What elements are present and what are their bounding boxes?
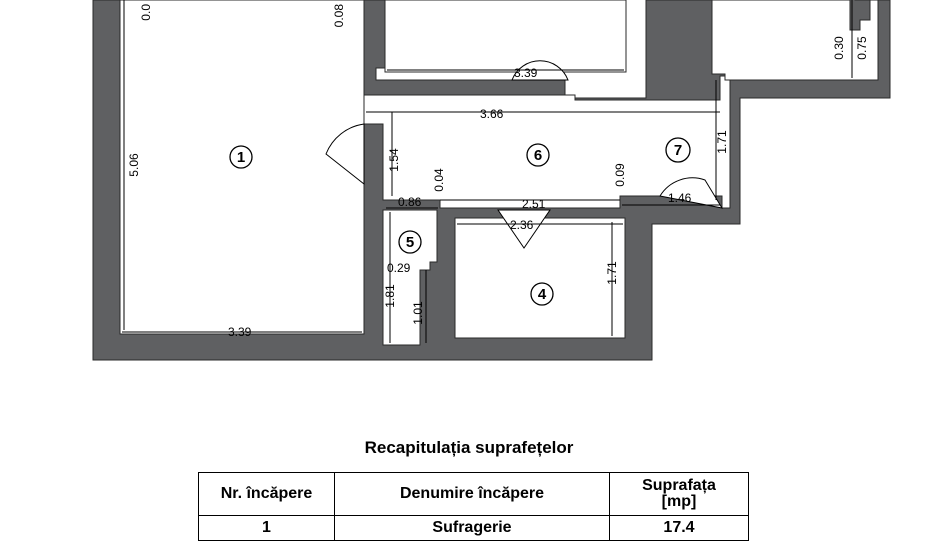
room-4-number: 4 <box>538 286 547 303</box>
dim-hall-bottom: 2.51 <box>522 197 546 211</box>
door-room-7 <box>659 177 724 209</box>
room-1-number: 1 <box>237 149 245 166</box>
room-5-number: 5 <box>406 234 414 251</box>
dim-room5-niche: 1.01 <box>411 301 425 325</box>
hall-interior <box>363 75 731 209</box>
dim-room7-width: 1.46 <box>668 191 692 205</box>
room-7-number: 7 <box>674 142 682 159</box>
summary-title: Recapitulația suprafețelor <box>364 438 574 457</box>
header-room-name: Denumire încăpere <box>334 472 610 516</box>
header-area-line2: [mp] <box>661 493 697 510</box>
room-marker-5: 5 <box>398 230 422 254</box>
dim-top-left-b: 0.08 <box>332 4 346 28</box>
header-area-line1: Suprafața <box>642 477 716 494</box>
dim-room1-width: 3.39 <box>228 325 252 339</box>
room-4-interior <box>454 217 626 339</box>
row-room-name: Sufragerie <box>334 515 610 541</box>
dim-room1-height: 5.06 <box>127 153 141 177</box>
summary-header-row: Nr. încăpere Denumire încăpere Suprafața… <box>198 472 749 516</box>
room-5-interior <box>382 209 438 346</box>
dim-hall-width: 3.66 <box>480 107 504 121</box>
dim-door-offset-b: 0.09 <box>613 163 627 187</box>
room-marker-6: 6 <box>526 143 550 167</box>
dim-room4-width: 2.36 <box>510 218 534 232</box>
room-marker-7: 7 <box>665 137 691 163</box>
top-room-interior <box>384 0 627 73</box>
dim-top-room-width: 3.39 <box>514 66 538 80</box>
door-room-1 <box>325 123 365 186</box>
dim-room5-width: 0.86 <box>398 195 422 209</box>
summary-table: Nr. încăpere Denumire încăpere Suprafața… <box>198 472 749 541</box>
floor-plan: 0.0 0.08 3.39 5.06 3.39 3.66 1.54 0.04 0… <box>92 0 891 361</box>
dim-room7-height: 1.71 <box>715 130 729 154</box>
dim-right-a: 0.30 <box>832 36 846 60</box>
dim-hall-height: 1.54 <box>387 148 401 172</box>
row-room-number: 1 <box>198 515 335 541</box>
dim-top-left-a: 0.0 <box>139 4 153 21</box>
door-room-4 <box>497 209 551 249</box>
dim-right-b: 0.75 <box>855 36 869 60</box>
room-marker-4: 4 <box>530 282 554 306</box>
dim-room5-height: 1.81 <box>383 284 397 308</box>
header-room-number: Nr. încăpere <box>198 472 335 516</box>
dim-door-offset-a: 0.04 <box>432 168 446 192</box>
right-room-interior <box>711 0 879 81</box>
dim-room5-inner: 0.29 <box>387 261 411 275</box>
header-room-area: Suprafața [mp] <box>609 472 749 516</box>
table-row: 1 Sufragerie 17.4 <box>198 515 749 541</box>
dim-room4-height: 1.71 <box>605 261 619 285</box>
room-6-number: 6 <box>534 147 542 164</box>
row-room-area: 17.4 <box>609 515 749 541</box>
room-marker-1: 1 <box>229 145 253 169</box>
